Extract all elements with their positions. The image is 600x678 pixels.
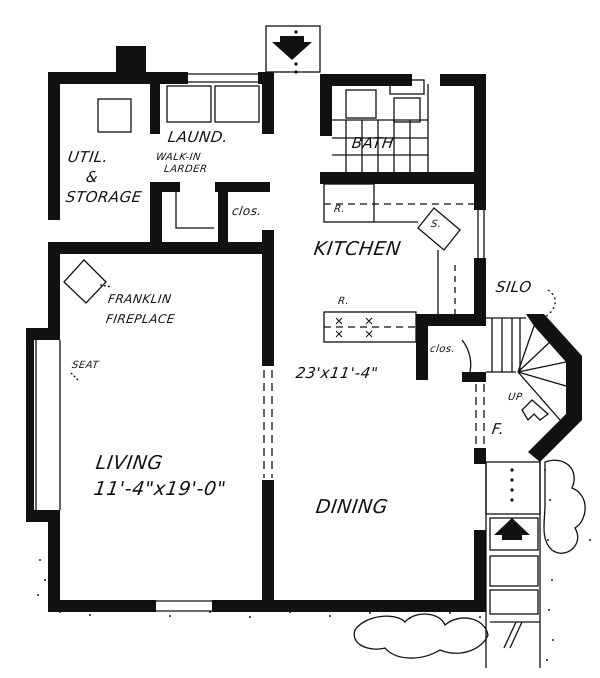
sink-label: S. (430, 219, 443, 230)
shrub-bottom (353, 613, 489, 659)
stair-up-arrow (521, 399, 550, 422)
dining-label: DINING (314, 496, 390, 518)
fireplace-marker-f: F. (490, 420, 506, 438)
silo-label: SILO (494, 278, 533, 296)
larder-label-line1: WALK-IN (155, 152, 202, 163)
closet-label-top: clos. (231, 204, 263, 218)
storage-label: STORAGE (64, 188, 144, 206)
seat-label: SEAT (71, 360, 100, 371)
refrigerator-label: R. (333, 204, 346, 215)
kitchen-label: KITCHEN (312, 238, 403, 260)
walls (26, 46, 582, 612)
stair-up-label: UP (507, 392, 524, 403)
entry-arrow-top (272, 42, 312, 60)
living-dimensions: 11'-4"x19'-0" (92, 478, 228, 500)
fireplace-label: FIREPLACE (105, 312, 176, 326)
stove-burners (335, 317, 373, 338)
larder-label-line2: LARDER (163, 164, 209, 175)
range-label: R. (337, 296, 350, 307)
kitchen-dimensions: 23'x11'-4" (294, 364, 380, 382)
ground-stipple (37, 469, 591, 661)
franklin-label: FRANKLIN (107, 292, 173, 306)
entry-arrow-right (494, 518, 530, 540)
laundry-label: LAUND. (166, 128, 230, 146)
util-ampersand: & (84, 168, 100, 186)
bath-label: BATH (350, 134, 396, 152)
shrub-right (543, 459, 586, 554)
util-label: UTIL. (66, 148, 110, 166)
thin-lines (29, 25, 567, 668)
closet-label-silo: clos. (429, 344, 457, 355)
living-label: LIVING (94, 452, 165, 474)
